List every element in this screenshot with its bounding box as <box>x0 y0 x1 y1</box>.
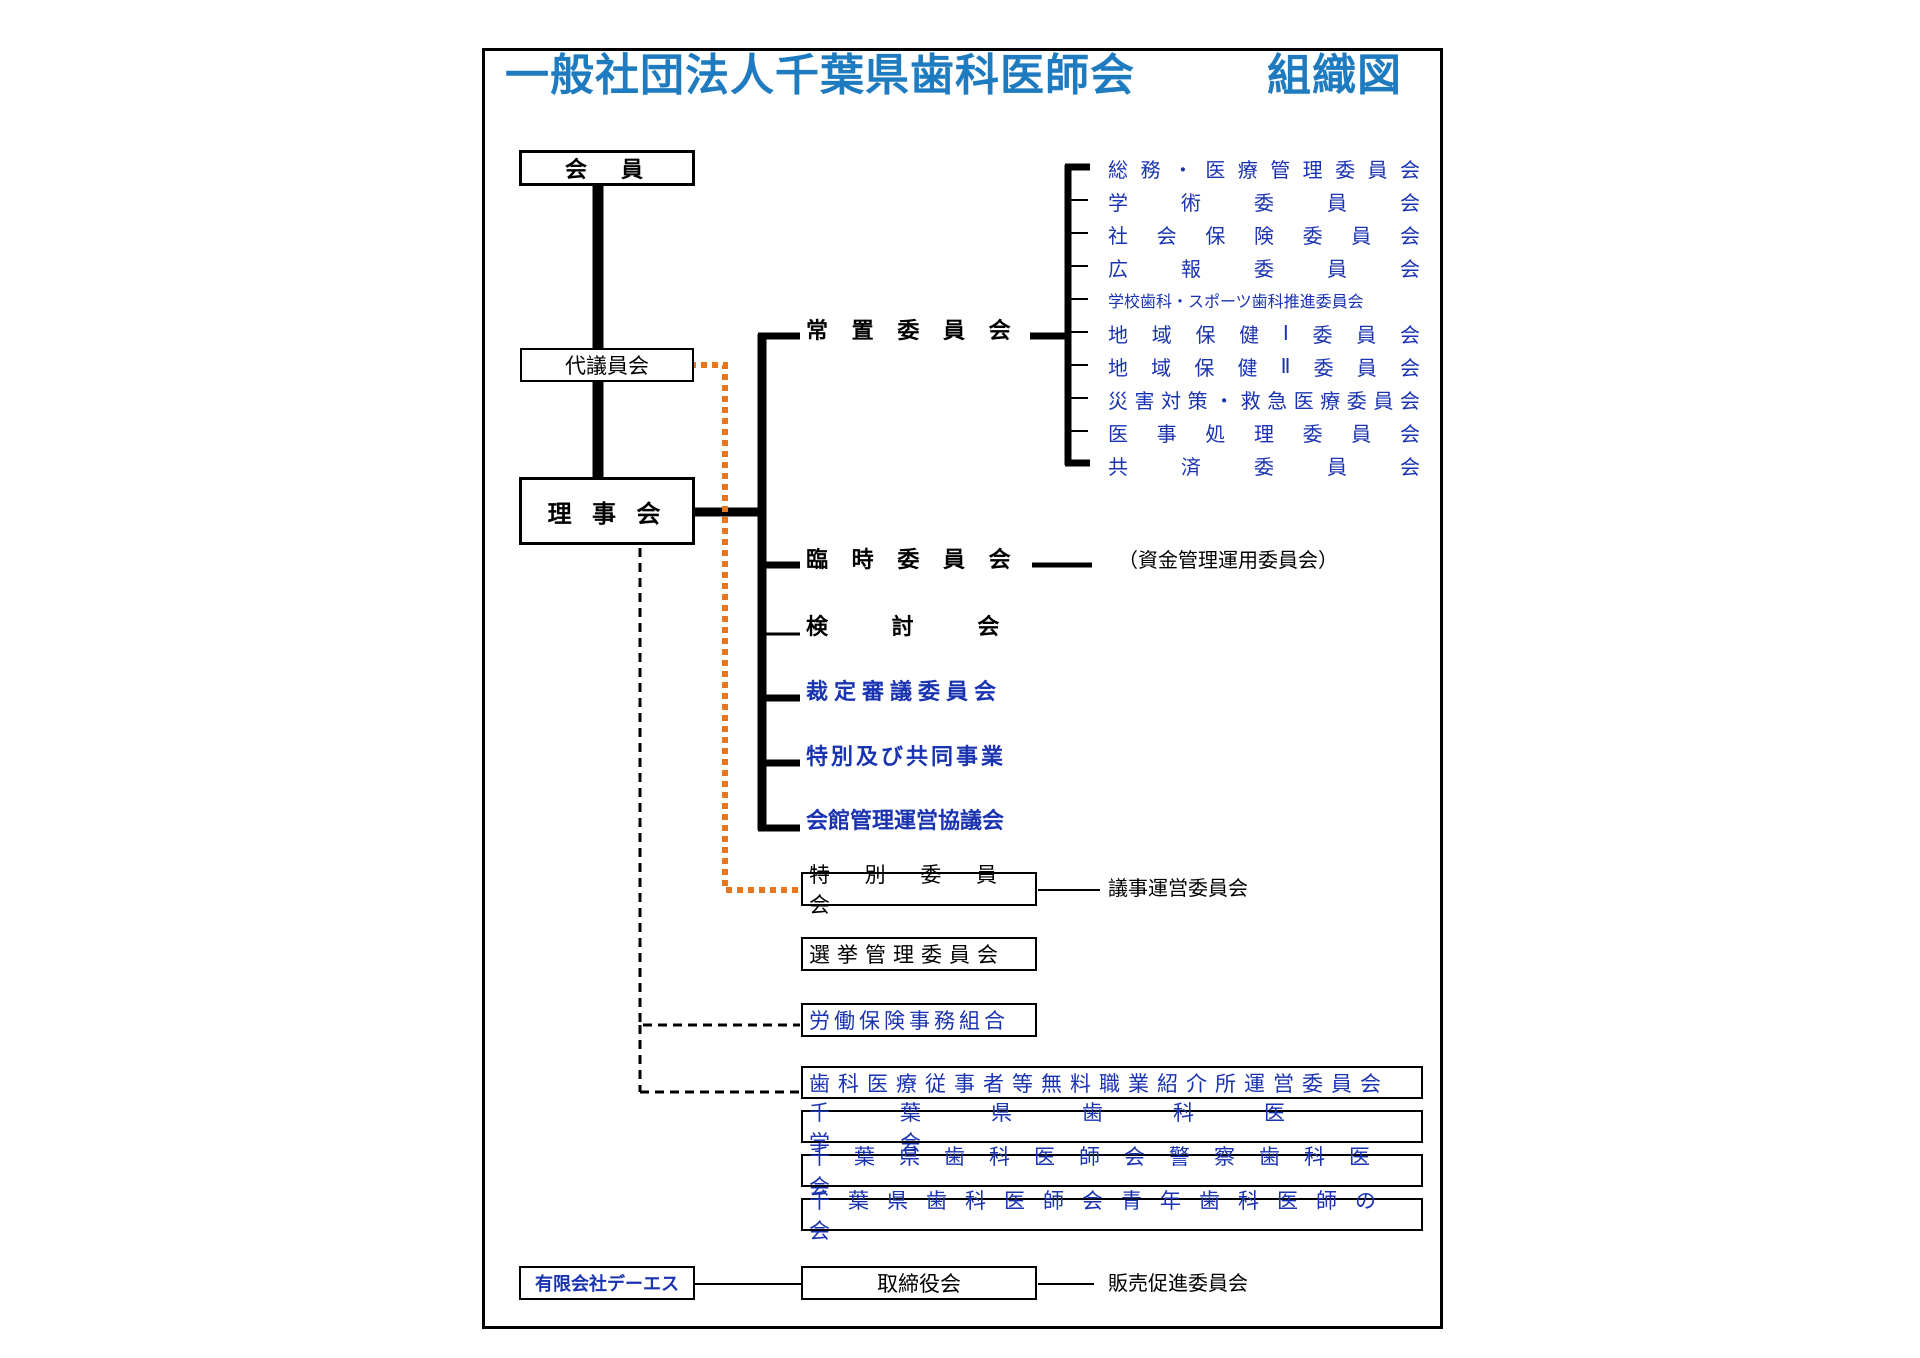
node-keisatsu: 千葉県歯科医師会警察歯科医会 <box>801 1145 1423 1199</box>
node-igakkai: 千葉県歯科医学会 <box>801 1101 1423 1155</box>
node-rijikai: 理 事 会 <box>519 477 695 545</box>
node-rinji-note: （資金管理運用委員会） <box>1118 548 1338 572</box>
node-tokubetsu-note: 議事運営委員会 <box>1108 876 1248 900</box>
standing-committee-item: 広報委員会 <box>1108 256 1420 281</box>
node-shika-iryou: 歯科医療従事者等無料職業紹介所運営委員会 <box>801 1066 1423 1099</box>
node-roudou: 労働保険事務組合 <box>801 1003 1037 1037</box>
node-hanbai: 販売促進委員会 <box>1108 1271 1248 1295</box>
node-seinen: 千葉県歯科医師会青年歯科医師の会 <box>801 1189 1423 1243</box>
standing-committee-item: 共済委員会 <box>1108 454 1420 479</box>
standing-committee-item: 総務・医療管理委員会 <box>1108 157 1420 182</box>
standing-committee-item: 学校歯科・スポーツ歯科推進委員会 <box>1108 292 1364 311</box>
orange-dotted-link <box>690 362 800 893</box>
node-daigiinkai: 代議員会 <box>520 348 694 382</box>
standing-committee-item: 学術委員会 <box>1108 190 1420 215</box>
node-senkyo: 選挙管理委員会 <box>801 937 1037 971</box>
node-kaiin: 会 員 <box>519 150 695 186</box>
node-kentoukai: 検 討 会 <box>806 615 1028 640</box>
node-tokubetsu-kyoudou: 特別及び共同事業 <box>806 745 1007 770</box>
node-saitei: 裁定審議委員会 <box>806 680 1003 705</box>
node-joochi: 常 置 委 員 会 <box>806 319 1019 344</box>
page-title-suffix: 組織図 <box>1267 50 1402 101</box>
node-torishimari: 取締役会 <box>801 1266 1037 1300</box>
standing-committee-item: 社会保険委員会 <box>1108 223 1420 248</box>
node-kaikan: 会館管理運営協議会 <box>806 809 1005 834</box>
standing-committee-item: 災害対策・救急医療委員会 <box>1108 388 1420 413</box>
standing-committee-item: 医事処理委員会 <box>1108 421 1420 446</box>
node-dees: 有限会社デーエス <box>519 1266 695 1300</box>
dashed-link-roudou <box>638 548 800 1027</box>
node-tokubetsu-iinkai: 特 別 委 員 会 <box>801 863 1037 917</box>
node-rinji: 臨 時 委 員 会 <box>806 548 1019 573</box>
page-title: 一般社団法人千葉県歯科医師会 <box>505 50 1135 101</box>
